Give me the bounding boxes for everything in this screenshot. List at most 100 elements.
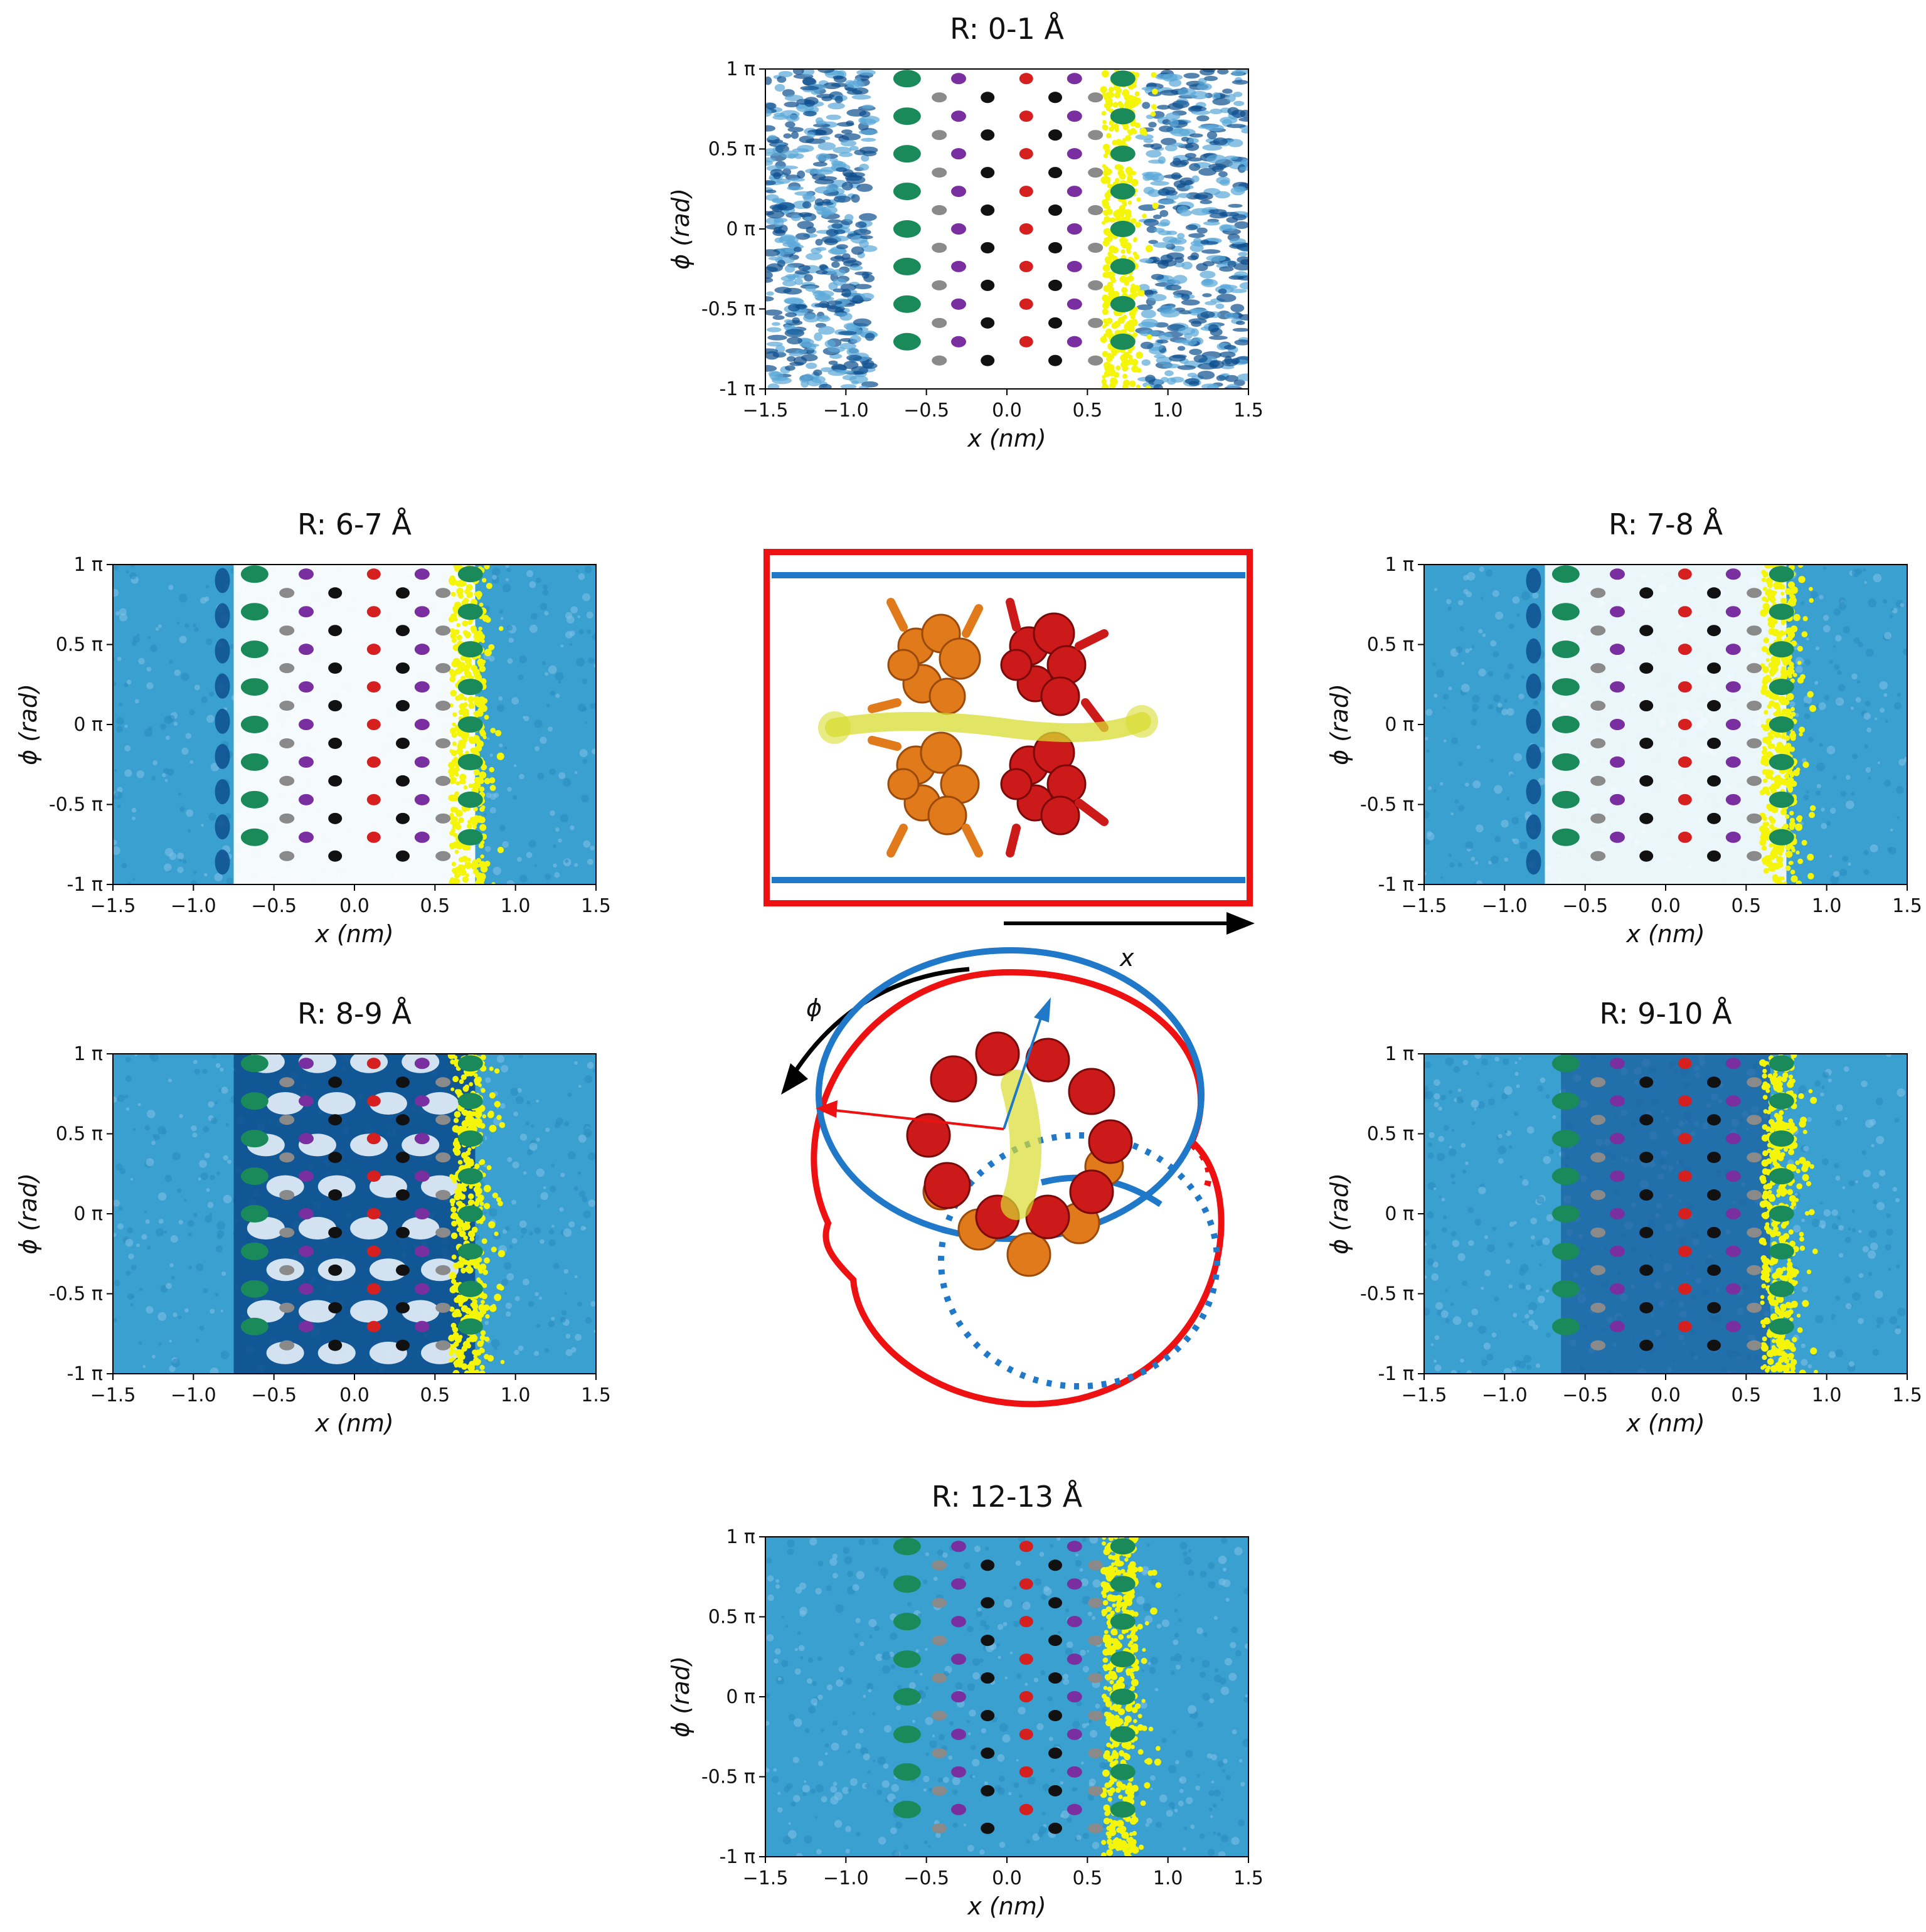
marker <box>241 716 269 733</box>
y-tick-label: 1 π <box>1385 1043 1414 1065</box>
marker <box>1769 566 1794 582</box>
x-tick-label: −0.5 <box>251 1384 297 1406</box>
marker <box>1678 1208 1692 1219</box>
y-tick-label: -1 π <box>1378 874 1414 896</box>
marker <box>328 1265 342 1276</box>
marker <box>435 625 450 635</box>
marker <box>1048 1710 1062 1721</box>
marker <box>1048 317 1062 329</box>
marker <box>1639 587 1653 598</box>
x-tick-label: −1.0 <box>171 1384 216 1406</box>
marker <box>1769 1055 1794 1071</box>
marker <box>981 317 994 329</box>
marker <box>367 644 381 655</box>
marker <box>1088 205 1103 215</box>
y-tick-label: 1 π <box>73 554 103 576</box>
marker <box>435 663 450 673</box>
marker <box>951 223 966 235</box>
y-tick-label: 0 π <box>73 1203 103 1225</box>
marker <box>1110 1689 1136 1705</box>
marker <box>951 1616 966 1627</box>
y-axis-label: ϕ (rad) <box>667 188 694 270</box>
schematic-diagram: x ϕ <box>753 539 1274 1430</box>
marker <box>1639 813 1653 824</box>
marker <box>1707 587 1721 598</box>
marker <box>951 299 966 310</box>
marker <box>299 606 314 617</box>
marker <box>458 1130 483 1147</box>
marker <box>367 1133 381 1144</box>
marker <box>1610 1095 1625 1107</box>
marker <box>1590 588 1605 598</box>
marker <box>951 186 966 197</box>
marker <box>893 107 921 125</box>
y-tick-label: 0 π <box>726 218 755 240</box>
marker <box>1769 1243 1794 1260</box>
y-tick-label: 0 π <box>73 714 103 736</box>
x-tick-label: −0.5 <box>1562 1384 1608 1406</box>
marker <box>1110 1651 1136 1667</box>
marker <box>1590 1265 1605 1275</box>
marker <box>279 1115 294 1125</box>
marker <box>1552 603 1580 620</box>
marker <box>1610 644 1625 655</box>
y-tick-label: -0.5 π <box>701 1766 755 1788</box>
marker <box>1110 1726 1136 1743</box>
marker <box>1019 1578 1033 1590</box>
marker <box>1019 223 1033 235</box>
marker <box>893 1613 921 1630</box>
marker <box>981 1559 994 1571</box>
marker <box>1769 603 1794 620</box>
marker <box>299 1208 314 1219</box>
marker <box>435 1340 450 1351</box>
marker <box>981 1785 994 1797</box>
marker <box>893 1801 921 1818</box>
marker <box>1678 1321 1692 1332</box>
marker <box>396 1189 410 1201</box>
marker <box>1110 1538 1136 1554</box>
y-tick-label: 0.5 π <box>708 1606 755 1628</box>
marker <box>981 1823 994 1834</box>
x-tick-label: 0.5 <box>420 895 450 917</box>
marker <box>951 1804 966 1815</box>
x-tick-label: −0.5 <box>903 400 949 422</box>
panel-title: R: 12-13 Å <box>932 1480 1083 1514</box>
marker <box>328 625 342 636</box>
marker <box>981 1748 994 1759</box>
marker <box>951 1653 966 1665</box>
y-tick-label: 1 π <box>1385 554 1414 576</box>
marker <box>1639 1152 1653 1163</box>
y-tick-label: 1 π <box>73 1043 103 1065</box>
marker <box>1726 1208 1741 1219</box>
marker <box>241 753 269 771</box>
marker <box>1678 1283 1692 1295</box>
marker <box>1769 1319 1794 1335</box>
marker <box>1769 829 1794 846</box>
marker <box>1678 681 1692 693</box>
marker <box>299 832 314 843</box>
marker <box>1610 756 1625 768</box>
marker <box>458 1281 483 1297</box>
marker <box>367 794 381 805</box>
marker <box>299 1133 314 1144</box>
marker <box>1639 1227 1653 1238</box>
marker <box>1678 1170 1692 1182</box>
density-map <box>1420 1051 1907 1377</box>
y-tick-label: 0 π <box>726 1686 755 1708</box>
marker <box>279 663 294 673</box>
marker <box>458 1319 483 1335</box>
marker <box>279 738 294 748</box>
marker <box>1088 356 1103 366</box>
marker <box>1048 129 1062 141</box>
marker <box>1707 1302 1721 1314</box>
marker <box>1769 716 1794 733</box>
x-tick-label: −1.5 <box>743 400 789 422</box>
marker <box>1678 1133 1692 1144</box>
marker <box>1552 1243 1580 1260</box>
marker <box>328 738 342 749</box>
marker <box>1678 606 1692 617</box>
marker <box>435 588 450 598</box>
y-axis-label: ϕ (rad) <box>1326 1173 1353 1255</box>
